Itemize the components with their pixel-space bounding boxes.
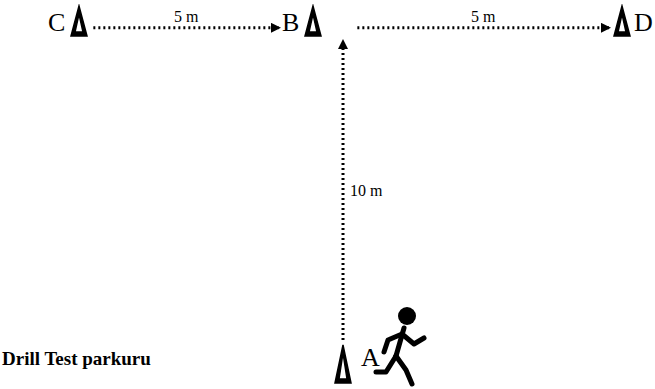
cone-symbol xyxy=(69,4,89,38)
cone-symbol xyxy=(333,343,353,385)
point-letter: D xyxy=(634,10,653,36)
dotted-arrow xyxy=(342,41,345,340)
distance-label: 10 m xyxy=(348,182,384,200)
cone-symbol xyxy=(612,4,632,38)
point-letter: B xyxy=(282,10,299,36)
dotted-arrow xyxy=(357,26,609,29)
distance-label: 5 m xyxy=(469,8,497,26)
cone-marker: D xyxy=(612,4,653,38)
dotted-arrow xyxy=(93,26,279,29)
point-letter: A xyxy=(361,345,380,371)
point-letter: C xyxy=(48,10,65,36)
cone-marker: A xyxy=(333,343,380,385)
cone-marker: C xyxy=(48,4,89,38)
cone-symbol xyxy=(303,4,323,38)
diagram-title: Drill Test parkuru xyxy=(2,348,151,370)
distance-label: 5 m xyxy=(172,8,200,26)
cone-marker: B xyxy=(282,4,353,38)
